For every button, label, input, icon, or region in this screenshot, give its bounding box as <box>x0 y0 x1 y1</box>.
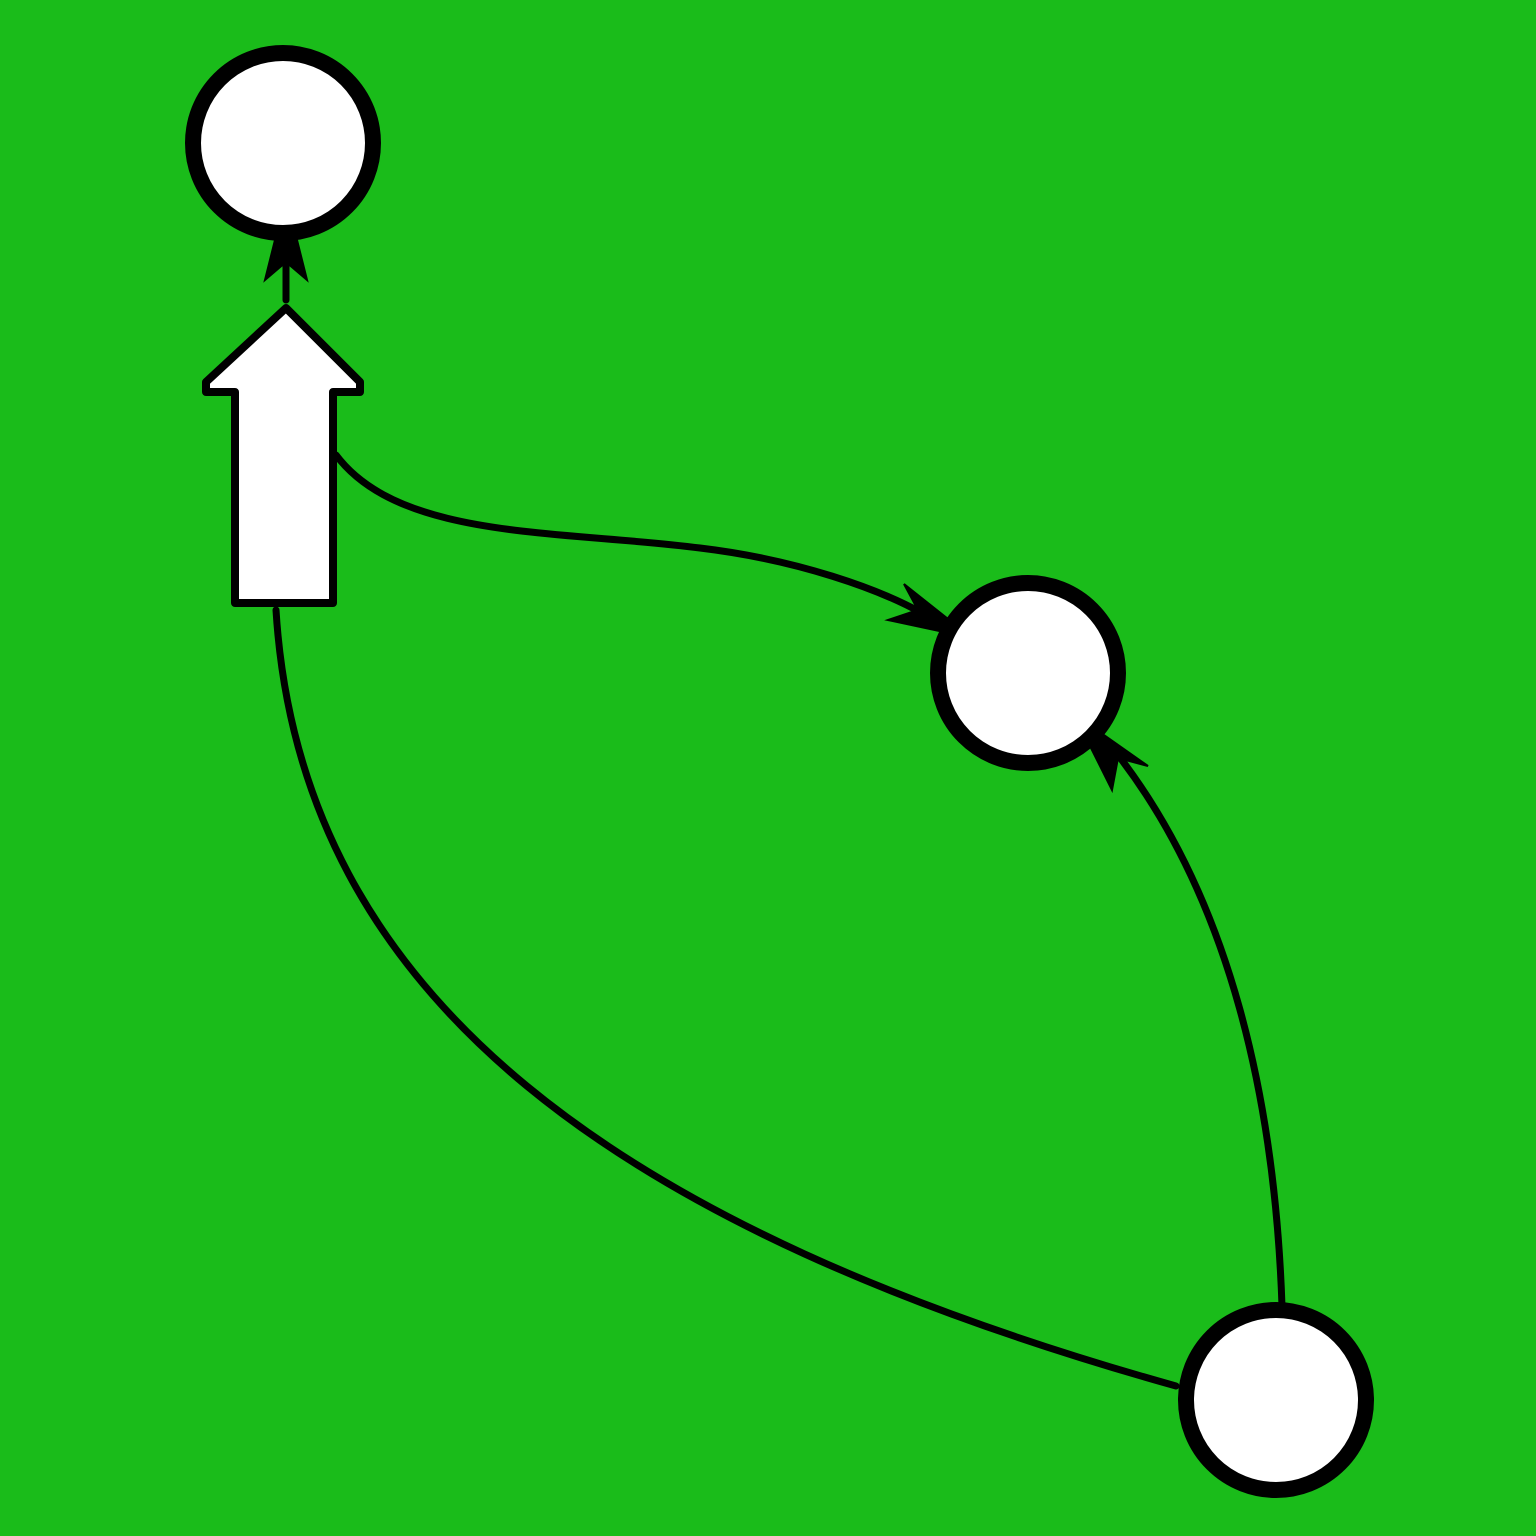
edge-bottom-right-to-up-arrow <box>272 606 1180 1390</box>
node-up-arrow[interactable] <box>202 304 364 607</box>
node-middle-right[interactable] <box>930 575 1126 771</box>
edge-up-arrow-to-middle-right <box>332 451 924 616</box>
edge-bottom-right-to-middle-right <box>1114 751 1286 1310</box>
node-top-left[interactable] <box>185 45 381 241</box>
node-bottom-right[interactable] <box>1178 1302 1374 1498</box>
